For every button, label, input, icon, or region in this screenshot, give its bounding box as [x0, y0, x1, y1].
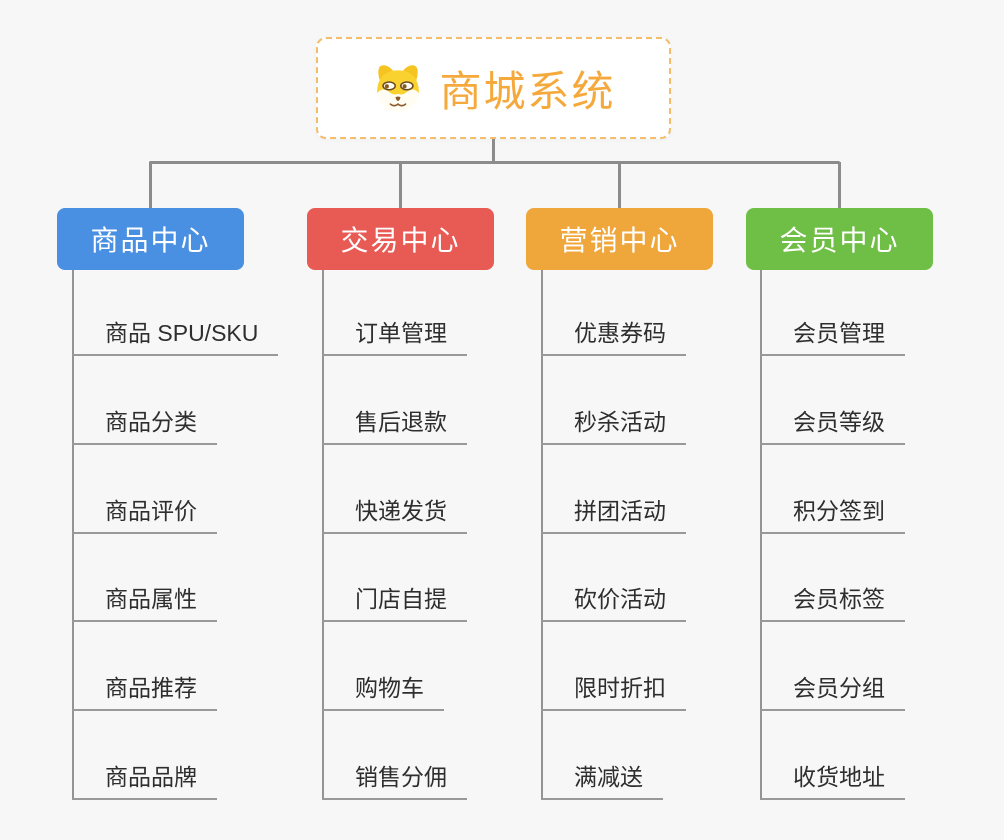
leaf-node[interactable]: 秒杀活动	[541, 407, 686, 445]
leaf-node[interactable]: 限时折扣	[541, 673, 686, 711]
connector-drop-product	[149, 162, 152, 210]
leaf-node[interactable]: 拼团活动	[541, 496, 686, 534]
branch-node-product-center[interactable]: 商品中心	[57, 208, 244, 270]
connector-drop-trade	[399, 162, 402, 210]
branch-label: 营销中心	[559, 225, 680, 256]
leaf-column-member-center: 会员管理 会员等级 积分签到 会员标签 会员分组 收货地址	[760, 0, 1000, 840]
connector-drop-marketing	[618, 162, 621, 210]
branch-label: 交易中心	[340, 225, 461, 256]
leaf-node[interactable]: 商品评价	[72, 496, 217, 534]
leaf-node[interactable]: 快递发货	[322, 496, 467, 534]
dog-face-icon	[377, 65, 420, 113]
leaf-column-trade-center: 订单管理 售后退款 快递发货 门店自提 购物车 销售分佣	[322, 0, 562, 840]
leaf-node[interactable]: 收货地址	[760, 762, 905, 800]
leaf-node[interactable]: 满减送	[541, 762, 663, 800]
leaf-column-product-center: 商品 SPU/SKU 商品分类 商品评价 商品属性 商品推荐 商品品牌	[72, 0, 312, 840]
connector-drop-member	[838, 162, 841, 210]
branch-label: 商品中心	[90, 225, 211, 256]
leaf-node[interactable]: 商品属性	[72, 584, 217, 622]
connector-root-stem	[492, 139, 495, 164]
leaf-node[interactable]: 订单管理	[322, 318, 467, 356]
leaf-node[interactable]: 优惠券码	[541, 318, 686, 356]
root-node-mall-system[interactable]: 商城系统	[316, 37, 671, 139]
branch-node-trade-center[interactable]: 交易中心	[307, 208, 494, 270]
leaf-node[interactable]: 商品 SPU/SKU	[72, 318, 279, 356]
root-title: 商城系统	[439, 67, 616, 115]
leaf-node[interactable]: 积分签到	[760, 496, 905, 534]
leaf-node[interactable]: 商品推荐	[72, 673, 217, 711]
leaf-node[interactable]: 会员等级	[760, 407, 905, 445]
branch-label: 会员中心	[779, 225, 900, 256]
leaf-node[interactable]: 会员分组	[760, 673, 905, 711]
leaf-node[interactable]: 门店自提	[322, 584, 467, 622]
leaf-node[interactable]: 砍价活动	[541, 584, 686, 622]
leaf-node[interactable]: 商品品牌	[72, 762, 217, 800]
leaf-node[interactable]: 商品分类	[72, 407, 217, 445]
branch-node-marketing-center[interactable]: 营销中心	[526, 208, 713, 270]
leaf-node[interactable]: 购物车	[322, 673, 444, 711]
leaf-node[interactable]: 会员管理	[760, 318, 905, 356]
branch-node-member-center[interactable]: 会员中心	[746, 208, 933, 270]
leaf-node[interactable]: 售后退款	[322, 407, 467, 445]
leaf-node[interactable]: 销售分佣	[322, 762, 467, 800]
leaf-node[interactable]: 会员标签	[760, 584, 905, 622]
connector-branch-rail	[149, 161, 840, 164]
